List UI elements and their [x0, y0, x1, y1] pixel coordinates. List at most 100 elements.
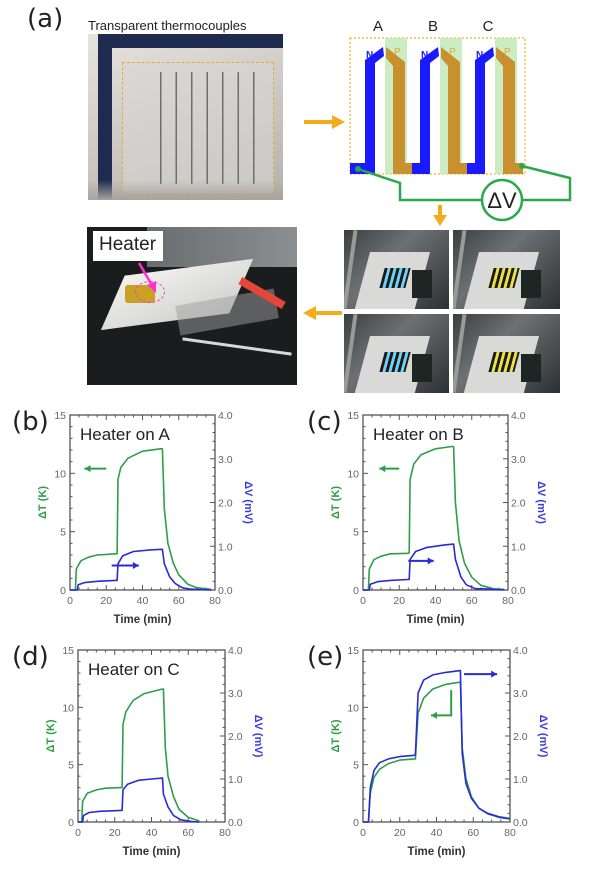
heater-label: Heater	[99, 234, 157, 255]
x-tick-label: 60	[173, 595, 185, 607]
y-tick-label: 10	[54, 468, 66, 480]
y2-tick-label: 2.0	[218, 498, 233, 510]
p-type-leg	[386, 47, 405, 174]
plot-frame	[69, 414, 216, 591]
y-axis-label: ΔT (K)	[330, 486, 342, 519]
x-tick-label: 40	[430, 595, 442, 607]
junction	[467, 163, 485, 174]
delta-v-series-line	[78, 777, 200, 823]
voltmeter-wire	[521, 164, 572, 202]
x-tick-label: 60	[466, 595, 478, 607]
x-tick-label: 20	[100, 595, 112, 607]
y2-tick-label: 0.0	[513, 817, 528, 829]
y2-tick-label: 3.0	[228, 688, 243, 700]
delta-t-series-line	[78, 688, 200, 823]
y-tick-label: 5	[353, 760, 359, 772]
panel-label: (c)	[307, 407, 342, 437]
thermocouple-photo	[88, 34, 283, 200]
voltmeter-wire	[357, 167, 482, 202]
n-label: N	[476, 50, 483, 61]
chart-title: Heater on B	[373, 425, 464, 444]
y-tick-label: 0	[353, 585, 359, 597]
contact-point	[355, 166, 361, 172]
arrowhead-icon	[491, 670, 498, 678]
y-tick-label: 15	[62, 645, 74, 657]
y2-tick-label: 3.0	[513, 688, 528, 700]
y-tick-label: 0	[68, 817, 74, 829]
arrow-right-icon	[304, 115, 345, 129]
n-pad	[350, 163, 375, 174]
arrowhead-icon	[427, 557, 434, 565]
x-tick-label: 20	[394, 827, 406, 839]
panel-label: (d)	[12, 642, 49, 672]
delta-v-series-line	[363, 669, 511, 823]
y2-tick-label: 0.0	[228, 817, 243, 829]
x-axis-label: Time (min)	[114, 614, 172, 626]
column-label: A	[373, 18, 383, 35]
y2-tick-label: 1.0	[511, 541, 526, 553]
y-tick-label: 5	[68, 760, 74, 772]
x-tick-label: 0	[75, 827, 81, 839]
x-tick-label: 80	[209, 595, 221, 607]
p-label: P	[449, 47, 456, 58]
junction	[393, 163, 420, 174]
contact-point	[519, 163, 525, 169]
x-tick-label: 80	[219, 827, 231, 839]
n-label: N	[421, 50, 428, 61]
y2-tick-label: 2.0	[513, 731, 528, 743]
n-type-leg	[475, 47, 494, 174]
y-tick-label: 0	[60, 585, 66, 597]
voltmeter-label: ΔV	[487, 188, 517, 213]
y2-axis-label: ΔV (mV)	[242, 481, 254, 524]
heater-setup-photo: Heater	[87, 227, 297, 385]
thermal-photo	[344, 314, 449, 393]
n-label: N	[366, 50, 373, 61]
arrowhead-icon	[379, 465, 386, 473]
delta-t-series-line	[70, 448, 212, 591]
x-tick-label: 0	[360, 827, 366, 839]
x-tick-label: 20	[109, 827, 121, 839]
x-tick-label: 0	[67, 595, 73, 607]
panel-label: (b)	[12, 407, 49, 437]
pointer-arrow-icon	[137, 262, 156, 293]
panel-label-a: (a)	[27, 4, 64, 34]
y-tick-label: 15	[54, 410, 66, 422]
delta-t-series-line	[363, 445, 505, 591]
y-tick-label: 10	[62, 702, 74, 714]
axis-indicator-arrow	[430, 690, 453, 717]
x-tick-label: 80	[502, 595, 514, 607]
x-tick-label: 20	[393, 595, 405, 607]
y2-tick-label: 1.0	[228, 774, 243, 786]
x-tick-label: 0	[360, 595, 366, 607]
thermal-photo	[453, 314, 560, 393]
y2-tick-label: 1.0	[513, 774, 528, 786]
p-pad	[503, 163, 523, 174]
x-tick-label: 40	[137, 595, 149, 607]
thermal-photo	[344, 230, 449, 309]
arrowhead-icon	[430, 711, 437, 719]
delta-v-series-line	[363, 543, 505, 591]
y2-tick-label: 4.0	[513, 645, 528, 657]
thermal-photo	[453, 230, 560, 309]
arrow-down-icon	[433, 205, 447, 226]
y-tick-label: 15	[347, 410, 359, 422]
x-tick-label: 80	[504, 827, 516, 839]
y2-tick-label: 4.0	[511, 410, 526, 422]
x-axis-label: Time (min)	[408, 846, 466, 858]
junction	[448, 163, 475, 174]
junction	[412, 163, 430, 174]
p-label: P	[394, 47, 401, 58]
arrowhead-icon	[84, 465, 91, 473]
panel-label: (e)	[307, 642, 344, 672]
schematic-border	[349, 37, 526, 175]
y2-tick-label: 2.0	[228, 731, 243, 743]
y-tick-label: 10	[347, 702, 359, 714]
y-axis-label: ΔT (K)	[45, 719, 57, 752]
x-axis-label: Time (min)	[407, 614, 465, 626]
y-tick-label: 0	[353, 817, 359, 829]
